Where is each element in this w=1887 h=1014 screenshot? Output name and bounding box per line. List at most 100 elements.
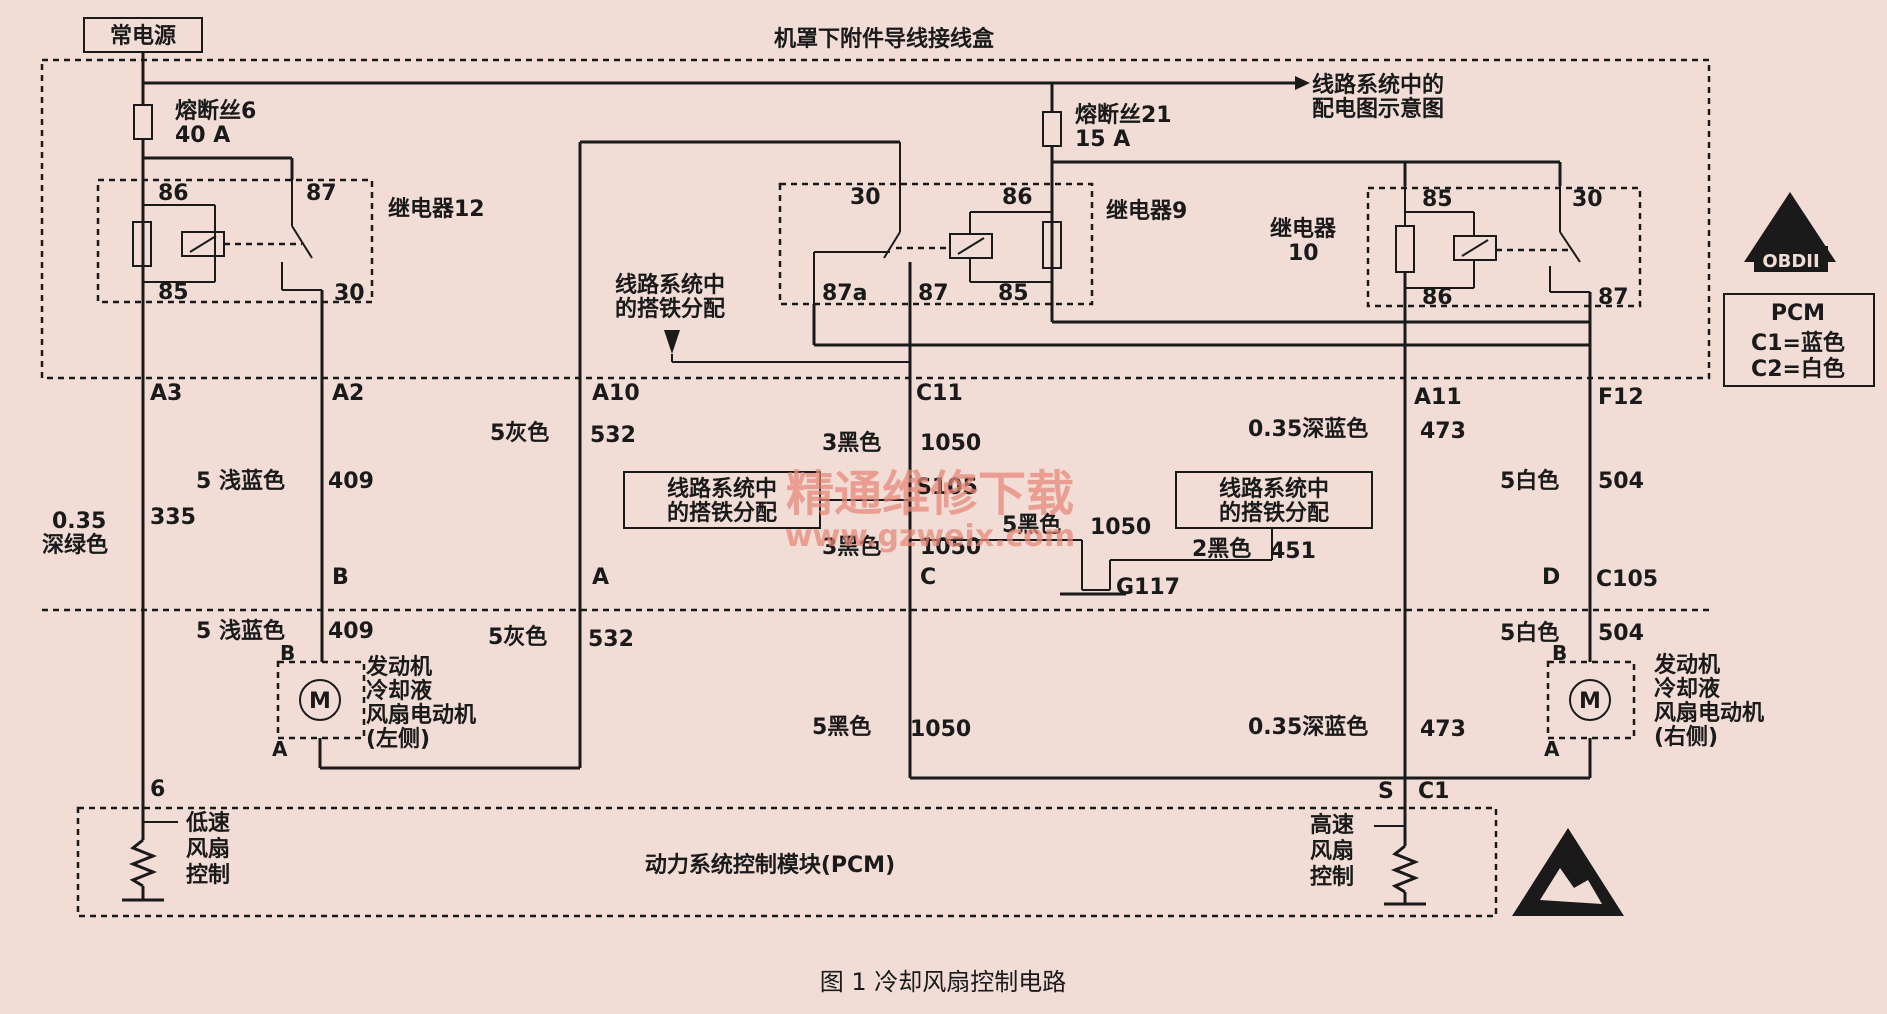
wire-1050b-num: 1050 <box>920 535 981 560</box>
pcm-low-1: 低速 <box>185 810 230 836</box>
right-motor-box <box>1546 660 1636 740</box>
left-motor-pin-a: A <box>272 737 288 761</box>
right-motor-symbol <box>1569 679 1611 721</box>
conn-s: S <box>1378 779 1394 804</box>
wire-409b-label: 5 浅蓝色 <box>196 618 285 644</box>
pcm-high-resistor <box>1390 844 1420 894</box>
fuse-21 <box>1042 111 1062 147</box>
relay-9-pin-87: 87 <box>918 281 949 306</box>
wire-1050d-label: 5黑色 <box>812 714 871 740</box>
relay-12-pin-87: 87 <box>306 181 337 206</box>
obd-triangle-icon <box>1744 192 1836 262</box>
left-motor-label-1: 发动机 <box>365 654 432 680</box>
wire-532a-label: 5灰色 <box>490 420 549 446</box>
ground-g117-label: G117 <box>1116 575 1180 600</box>
ground-note-a-1: 线路系统中 <box>615 272 725 298</box>
fuse-21-name: 熔断丝21 <box>1075 102 1172 128</box>
wire-409b-num: 409 <box>328 619 374 644</box>
conn-a11: A11 <box>1414 385 1462 410</box>
wire-504b-num: 504 <box>1598 621 1644 646</box>
relay-12-pin-85: 85 <box>158 280 189 305</box>
wire-473a-num: 473 <box>1420 419 1466 444</box>
fuse-21-rating: 15 A <box>1075 127 1130 152</box>
wire-504b-label: 5白色 <box>1500 620 1559 646</box>
ground-note-a-2: 的搭铁分配 <box>615 296 725 322</box>
left-motor-pin-b: B <box>280 641 295 665</box>
ground-note-b-1: 线路系统中 <box>667 476 777 502</box>
pcm-legend-box <box>1723 293 1875 387</box>
ground-arrow <box>664 330 680 354</box>
watermark-cn: 精通维修下载 <box>786 466 1074 522</box>
conn-a2: A2 <box>332 381 364 406</box>
wire-335-num: 335 <box>150 505 196 530</box>
pcm-name: 动力系统控制模块(PCM) <box>645 852 895 878</box>
wire-504a-num: 504 <box>1598 469 1644 494</box>
pcm-high-2: 风扇 <box>1310 838 1354 864</box>
wire-409a-num: 409 <box>328 469 374 494</box>
junction-box-title: 机罩下附件导线接线盒 <box>774 26 995 52</box>
wire-1050a-label: 3黑色 <box>822 430 881 456</box>
wire-473b-label: 0.35深蓝色 <box>1248 714 1368 740</box>
wire-335-color: 深绿色 <box>42 532 108 558</box>
power-dist-note-1: 线路系统中的 <box>1312 72 1444 98</box>
pcm-legend-c2: C2=白色 <box>1751 356 1845 382</box>
splice-s105: S105 <box>916 475 978 500</box>
conn-b: B <box>332 565 349 590</box>
relay-9-name: 继电器9 <box>1106 198 1187 224</box>
relay-9-pin-86: 86 <box>1002 185 1033 210</box>
relay-12-name: 继电器12 <box>388 196 485 222</box>
right-motor-pin-a: A <box>1544 737 1560 761</box>
pcm-box-outline <box>76 806 1498 918</box>
relay-10-resistor <box>1395 225 1415 273</box>
conn-c1: C1 <box>1418 779 1449 804</box>
conn-a10: A10 <box>592 381 640 406</box>
wire-1050c-label: 5黑色 <box>1002 512 1061 538</box>
esd-warning-icon <box>1512 828 1624 916</box>
left-motor-box <box>276 660 366 740</box>
left-motor-label-2: 冷却液 <box>366 678 432 704</box>
relay-9-pin-85: 85 <box>998 281 1029 306</box>
right-motor-m: M <box>1579 689 1601 714</box>
wire-1050c-num: 1050 <box>1090 515 1151 540</box>
wire-532b-label: 5灰色 <box>488 624 547 650</box>
ground-note-c-box <box>1175 471 1373 529</box>
obd-label: OBDII <box>1762 251 1819 272</box>
wire-451-num: 451 <box>1270 539 1316 564</box>
ground-note-b-2: 的搭铁分配 <box>667 500 777 526</box>
relay-12-pin-30: 30 <box>334 281 365 306</box>
conn-c105: C105 <box>1596 567 1658 592</box>
pcm-low-2: 风扇 <box>186 836 230 862</box>
fuse-6-rating: 40 A <box>175 123 230 148</box>
ground-note-c-1: 线路系统中 <box>1219 476 1329 502</box>
relay-10-name-2: 10 <box>1288 241 1319 266</box>
relay-10-pin-86: 86 <box>1422 285 1453 310</box>
left-motor-symbol <box>299 679 341 721</box>
relay-9-resistor <box>1042 221 1062 269</box>
wire-504a-label: 5白色 <box>1500 468 1559 494</box>
conn-a3: A3 <box>150 381 182 406</box>
right-motor-label-2: 冷却液 <box>1654 676 1720 702</box>
conn-6: 6 <box>150 777 165 802</box>
pcm-legend-title: PCM <box>1771 301 1825 326</box>
relay-12-box <box>96 178 374 304</box>
power-source-label: 常电源 <box>110 23 176 49</box>
right-motor-label-1: 发动机 <box>1653 652 1720 678</box>
wire-451-label: 2黑色 <box>1192 536 1251 562</box>
relay-10-box <box>1366 186 1642 308</box>
conn-a: A <box>592 565 609 590</box>
pcm-low-3: 控制 <box>186 862 230 888</box>
relay-10-name-1: 继电器 <box>1270 216 1337 242</box>
relay-10-pin-87: 87 <box>1598 285 1629 310</box>
power-dist-note-2: 配电图示意图 <box>1312 96 1444 122</box>
pcm-high-3: 控制 <box>1310 864 1354 890</box>
wire-1050d-num: 1050 <box>910 717 971 742</box>
left-motor-label-4: (左侧) <box>366 726 430 752</box>
junction-box-outline <box>40 58 1711 380</box>
relay-10-pin-30: 30 <box>1572 187 1603 212</box>
left-motor-m: M <box>309 689 331 714</box>
bus-arrow <box>1295 76 1310 90</box>
watermark-url: www.gzweix.com <box>785 519 1075 554</box>
relay-10-pin-85: 85 <box>1422 187 1453 212</box>
wire-335-size: 0.35 <box>52 509 106 534</box>
